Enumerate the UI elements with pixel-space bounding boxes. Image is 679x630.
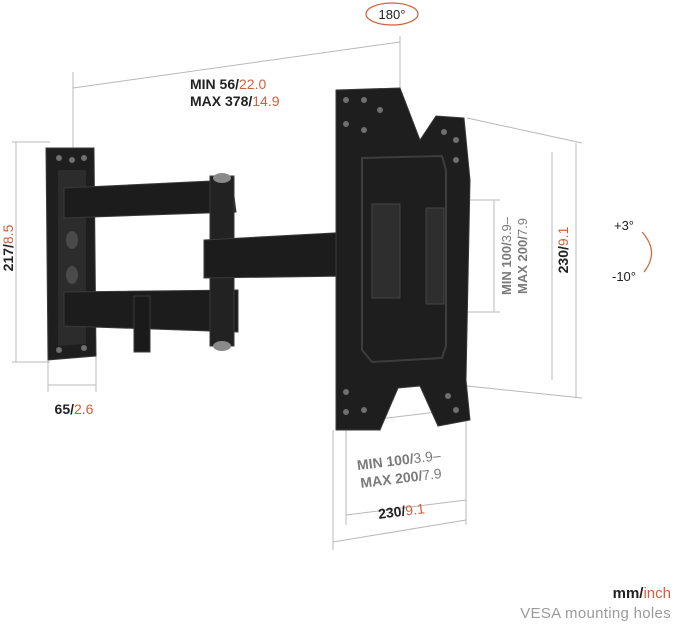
arm-extension-label: MIN 56/22.0 MAX 378/14.9 bbox=[190, 76, 280, 109]
vesa-horizontal-max-mm: MAX 200/ bbox=[359, 467, 423, 490]
plate-height-mm: 230/ bbox=[555, 246, 571, 273]
wall-plate-height-mm: 217/ bbox=[0, 244, 16, 271]
svg-text:MAX 200/7.9: MAX 200/7.9 bbox=[515, 218, 530, 294]
vesa-horizontal-label: MIN 100/3.9– MAX 200/7.9 bbox=[356, 447, 443, 491]
wall-plate-width-mm: 65/ bbox=[55, 401, 75, 417]
plate-width-inch: 9.1 bbox=[404, 500, 425, 518]
units-mm: mm/ bbox=[612, 585, 644, 602]
units-inch: inch bbox=[643, 585, 671, 602]
rotation-indicator: 180° bbox=[365, 2, 419, 26]
svg-text:MIN 100/3.9–: MIN 100/3.9– bbox=[356, 447, 442, 473]
wall-plate-width-label: 65/2.6 bbox=[55, 401, 94, 417]
arm-extension-min-inch: 22.0 bbox=[239, 76, 266, 92]
tilt-indicator: +3° -10° bbox=[612, 218, 653, 284]
svg-text:MIN 100/3.9–: MIN 100/3.9– bbox=[499, 216, 514, 295]
wall-plate-height-inch: 8.5 bbox=[0, 224, 16, 244]
units-label: mm/inch bbox=[520, 584, 671, 604]
wall-plate bbox=[45, 147, 97, 361]
plate-height-inch: 9.1 bbox=[555, 226, 571, 246]
vesa-vertical-min-inch: 3.9– bbox=[499, 216, 514, 242]
vesa-caption: VESA mounting holes bbox=[520, 605, 671, 622]
wall-plate-width-inch: 2.6 bbox=[74, 401, 94, 417]
svg-text:MAX 378/14.9: MAX 378/14.9 bbox=[190, 93, 280, 109]
rotation-label: 180° bbox=[379, 7, 406, 22]
vesa-horizontal-max-inch: 7.9 bbox=[421, 465, 442, 483]
plate-height-label: 230/9.1 bbox=[555, 226, 571, 273]
svg-text:MIN 56/22.0: MIN 56/22.0 bbox=[190, 76, 266, 92]
vesa-vertical-max-mm: MAX 200/ bbox=[515, 236, 530, 294]
articulating-arms bbox=[63, 173, 353, 353]
vesa-vertical-min-mm: MIN 100/ bbox=[499, 242, 514, 295]
plate-width-mm: 230/ bbox=[377, 503, 406, 522]
arm-extension-min-mm: MIN 56/ bbox=[190, 76, 239, 92]
tilt-down-label: -10° bbox=[612, 269, 636, 284]
arm-extension-max-mm: MAX 378/ bbox=[190, 93, 252, 109]
vesa-horizontal-min-inch: 3.9– bbox=[412, 447, 441, 466]
plate-width-label: 230/9.1 bbox=[377, 500, 426, 522]
wall-plate-height-label: 217/8.5 bbox=[0, 224, 16, 271]
svg-text:MAX 200/7.9: MAX 200/7.9 bbox=[359, 465, 442, 491]
vesa-horizontal-min-mm: MIN 100/ bbox=[356, 450, 414, 473]
units-legend: mm/inch VESA mounting holes bbox=[520, 584, 671, 624]
tilt-up-label: +3° bbox=[614, 218, 634, 233]
vesa-vertical-label: MIN 100/3.9– MAX 200/7.9 bbox=[499, 216, 530, 295]
vesa-vertical-max-inch: 7.9 bbox=[515, 218, 530, 236]
tv-mounting-plate bbox=[335, 87, 471, 431]
arm-extension-max-inch: 14.9 bbox=[252, 93, 279, 109]
